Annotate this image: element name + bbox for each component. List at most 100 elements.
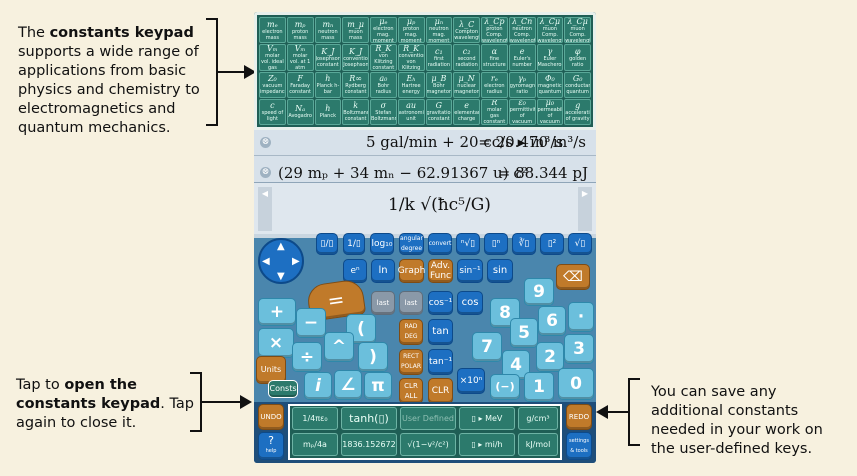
digit-3[interactable]: 3 — [564, 334, 594, 364]
history-expression[interactable]: (29 mₚ + 34 mₙ − 62.91367 u) c² — [278, 164, 528, 182]
left-arrow-icon[interactable]: ◀ — [262, 256, 270, 267]
times-button[interactable]: × — [258, 328, 294, 358]
constant-key[interactable]: K_Jconventional Josephson — [342, 44, 369, 71]
clear-all-button[interactable]: CLR ALL — [399, 378, 423, 404]
digit-7[interactable]: 7 — [472, 332, 502, 362]
divide-button[interactable]: ÷ — [292, 342, 322, 372]
adv-func-button[interactable]: Adv. Func — [428, 259, 453, 283]
entry-expression[interactable]: 1/k √(ħc⁵/G) — [388, 195, 491, 215]
user-key-7[interactable]: 1836.152672 — [341, 433, 397, 456]
exponent-button[interactable]: ×10ⁿ — [457, 368, 485, 394]
down-arrow-icon[interactable]: ▼ — [277, 271, 285, 282]
arcsin-button[interactable]: sin⁻¹ — [457, 259, 483, 283]
sin-button[interactable]: sin — [487, 259, 513, 283]
exp-button[interactable]: eⁿ — [343, 259, 367, 283]
settings-button[interactable]: settings & tools — [566, 432, 592, 460]
user-key-8[interactable]: √(1−v²/c²) — [400, 433, 456, 456]
undo-button[interactable]: UNDO — [258, 404, 284, 430]
user-key-10[interactable]: kJ/mol — [518, 433, 558, 456]
right-arrow-icon[interactable]: ▶ — [292, 256, 300, 267]
log10-button[interactable]: log₁₀ — [370, 233, 394, 255]
entry-left-arrow-icon[interactable]: ◀ — [258, 187, 272, 231]
square-button[interactable]: ▯² — [540, 233, 564, 255]
minus-button[interactable]: − — [296, 308, 326, 338]
tan-button[interactable]: tan — [428, 319, 453, 345]
constant-key[interactable]: R∞Rydberg constant — [342, 71, 369, 98]
sqrt-button[interactable]: √▯ — [568, 233, 592, 255]
power-operator-button[interactable]: ^ — [324, 332, 354, 362]
last-answer-button[interactable]: last — [371, 291, 395, 315]
pi-button[interactable]: π — [364, 372, 392, 400]
user-key-9[interactable]: ▯ ▸ mi/h — [459, 433, 515, 456]
arctan-button[interactable]: tan⁻¹ — [428, 349, 453, 375]
convert-button[interactable]: convert — [428, 233, 452, 255]
constant-key[interactable]: γₚgyromagnetic ratio — [508, 71, 536, 98]
help-button[interactable]: ?help — [258, 432, 284, 460]
constant-key[interactable]: G₀conductance quantum — [564, 71, 591, 98]
angular-button[interactable]: angular degree — [399, 233, 424, 255]
user-key-5[interactable]: g/cm³ — [518, 407, 558, 430]
negative-button[interactable]: (−) — [490, 374, 520, 400]
nth-root-button[interactable]: ⁿ√▯ — [456, 233, 480, 255]
entry-right-arrow-icon[interactable]: ▶ — [578, 187, 592, 231]
clear-button[interactable]: CLR — [428, 378, 453, 404]
fraction-button[interactable]: ▯/▯ — [316, 233, 338, 255]
constant-key[interactable]: Ggravitational constant — [425, 98, 453, 125]
user-key-4[interactable]: ▯ ▸ MeV — [459, 407, 515, 430]
digit-0[interactable]: 0 — [558, 368, 594, 400]
last-result-button[interactable]: last — [399, 291, 423, 315]
entry-line[interactable]: ◀ 1/k √(ħc⁵/G) ▶ — [254, 182, 596, 234]
cube-root-button[interactable]: ∛▯ — [512, 233, 536, 255]
delete-line-icon[interactable]: ⊗ — [260, 167, 271, 178]
graph-button[interactable]: Graph — [398, 259, 425, 283]
arccos-button[interactable]: cos⁻¹ — [428, 291, 453, 315]
consts-button[interactable]: Consts — [268, 380, 298, 398]
history-expression[interactable]: 5 gal/min + 20 cc/s ▸ in³/s — [366, 133, 564, 151]
constant-key[interactable]: R_Kconventional von Klitzing — [397, 44, 425, 71]
power-button[interactable]: ▯ⁿ — [484, 233, 508, 255]
user-key-2[interactable]: tanh(▯) — [341, 407, 397, 430]
constant-key[interactable]: auastronomical unit — [397, 98, 425, 125]
plus-button[interactable]: + — [258, 298, 296, 326]
user-key-3[interactable]: User Defined — [400, 407, 456, 430]
user-key-1[interactable]: 1/4πε₀ — [292, 407, 338, 430]
ln-button[interactable]: ln — [371, 259, 395, 283]
digit-5[interactable]: 5 — [510, 318, 538, 348]
history-result[interactable]: = 20.470 in³/s — [478, 133, 586, 151]
decimal-button[interactable]: · — [568, 302, 594, 332]
history-result[interactable]: = 88.344 pJ — [497, 164, 588, 182]
backspace-button[interactable]: ⌫ — [556, 264, 590, 290]
rad-deg-toggle[interactable]: RAD DEG — [399, 319, 423, 345]
digit-6[interactable]: 6 — [538, 306, 566, 336]
